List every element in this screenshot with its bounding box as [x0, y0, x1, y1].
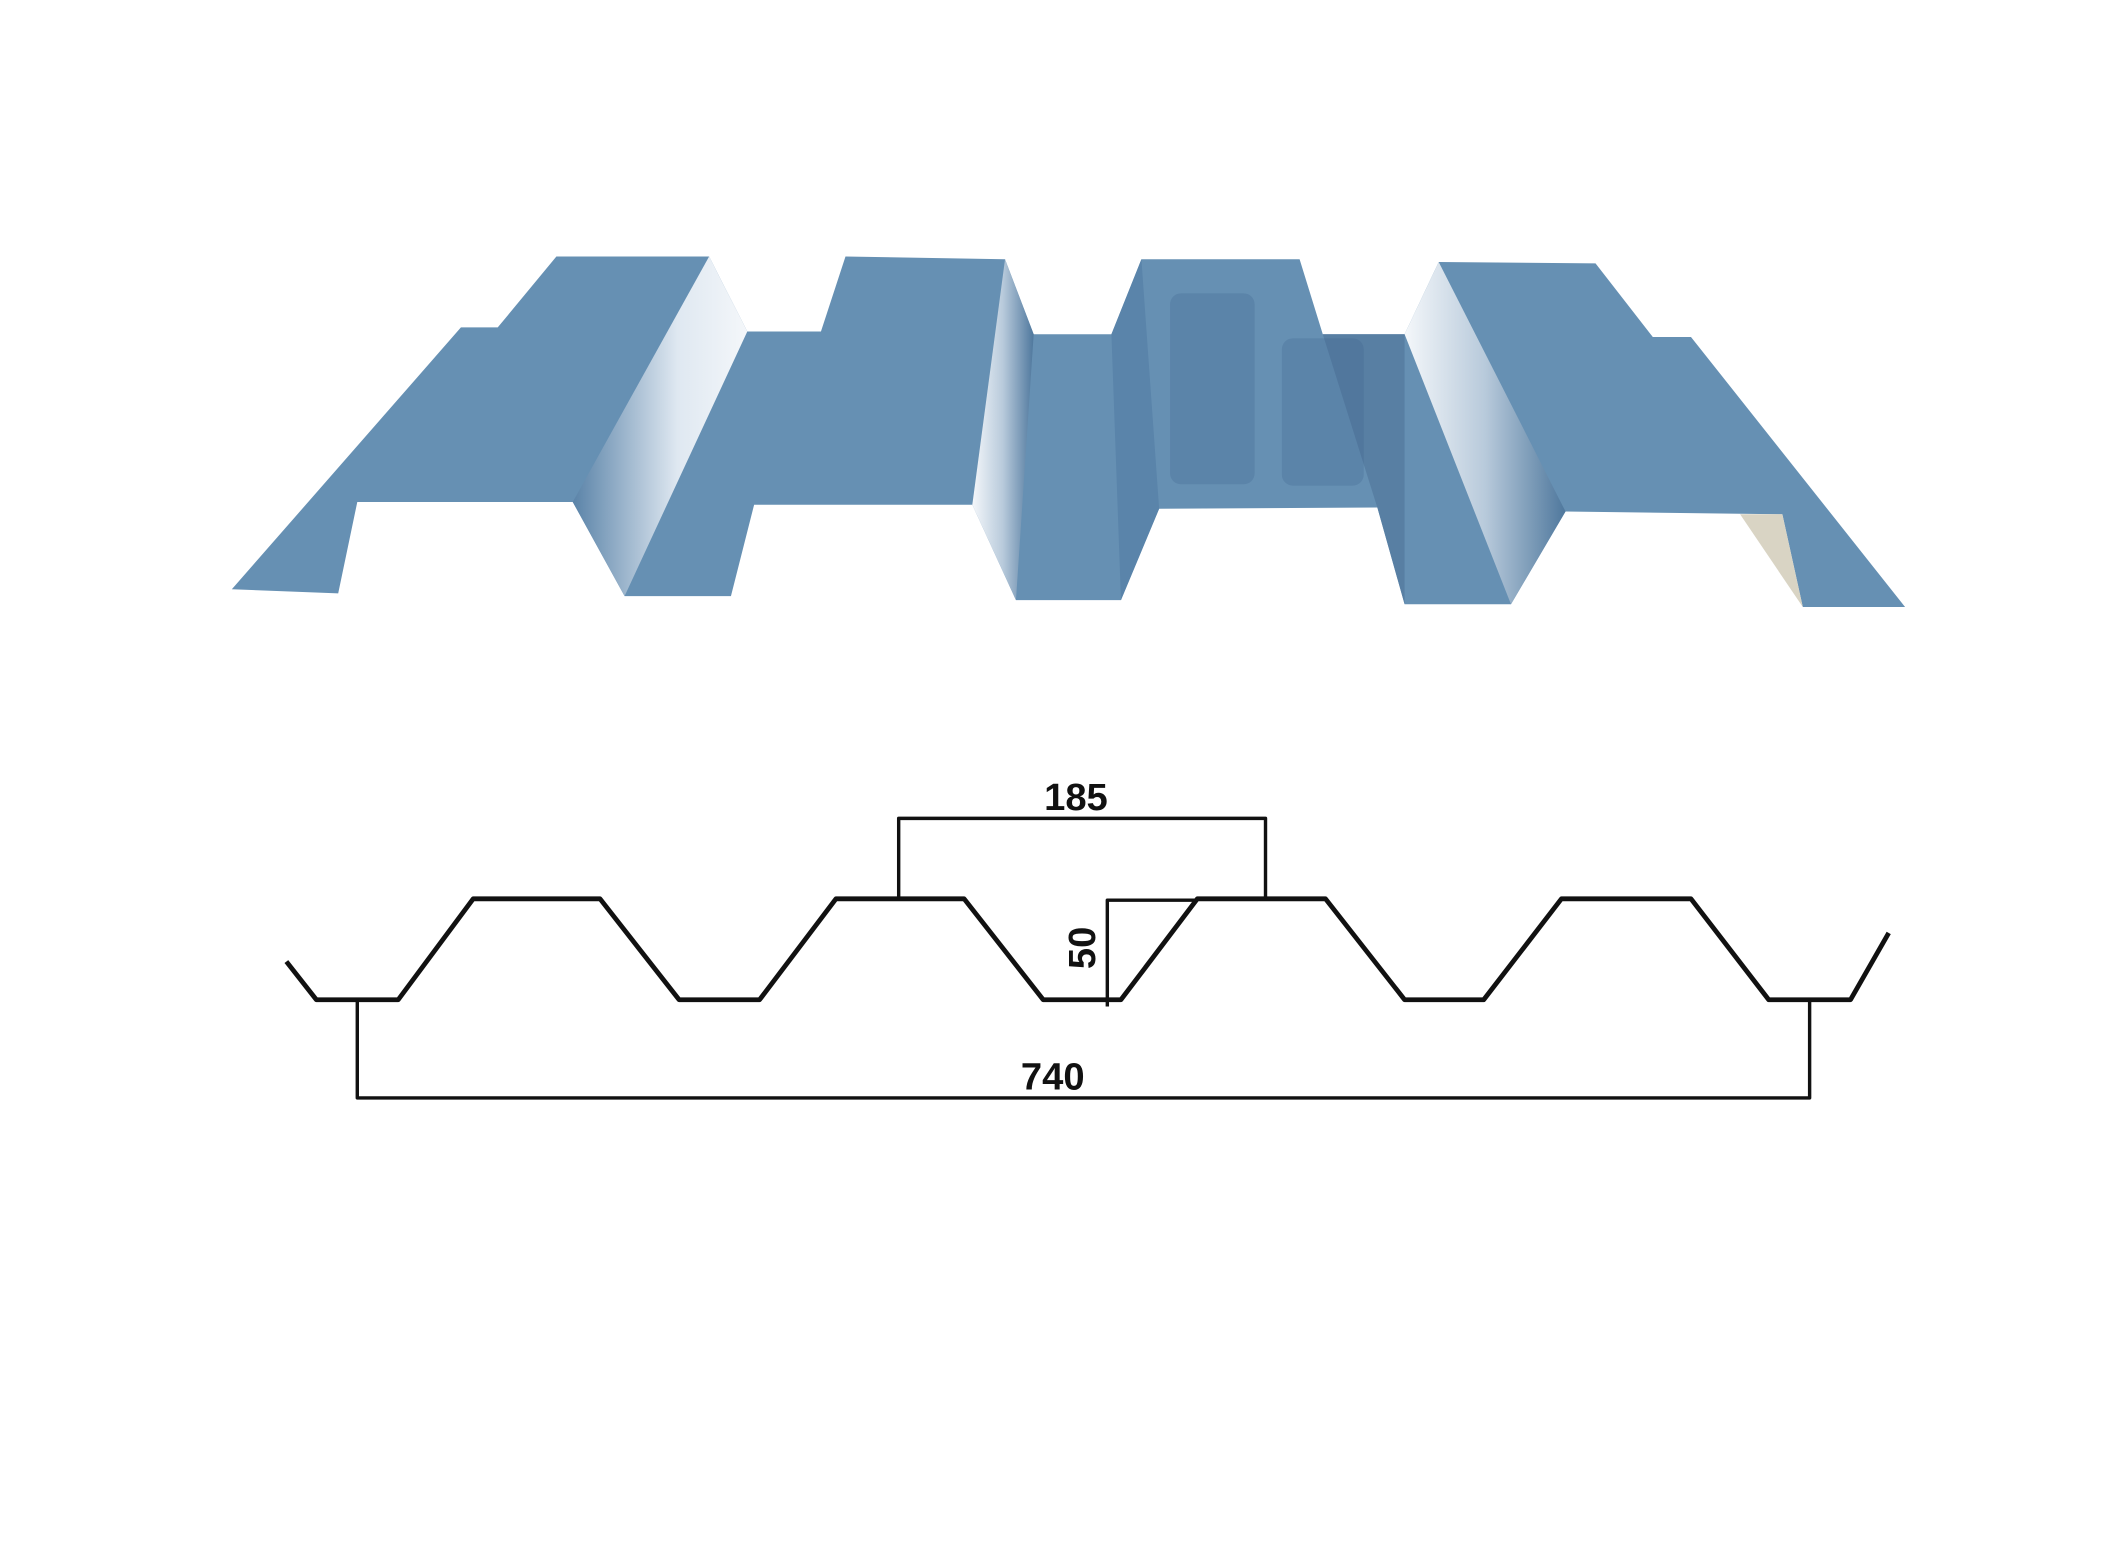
- dimension-height-label: 50: [1061, 927, 1104, 969]
- profile-line: [284, 896, 1891, 1003]
- dimension-height-line: [1105, 898, 1198, 1007]
- dimension-pitch-line: [896, 816, 1268, 899]
- dimension-pitch-label: 185: [1044, 776, 1108, 819]
- sheet-body: [231, 256, 1906, 607]
- sheet-web: [1404, 261, 1566, 605]
- sheet-web: [572, 256, 748, 597]
- sheet-web: [972, 259, 1034, 601]
- dimension-width-line: [355, 999, 1812, 1100]
- dimension-width-label: 740: [1021, 1056, 1085, 1099]
- profile-section: [284, 816, 1891, 1100]
- sheet-inner-face: [1740, 514, 1803, 607]
- sheet-3d-render: [231, 256, 1906, 607]
- sheet-web: [1322, 334, 1405, 605]
- watermark-logo: [1170, 293, 1364, 486]
- sheet-web: [1111, 259, 1160, 601]
